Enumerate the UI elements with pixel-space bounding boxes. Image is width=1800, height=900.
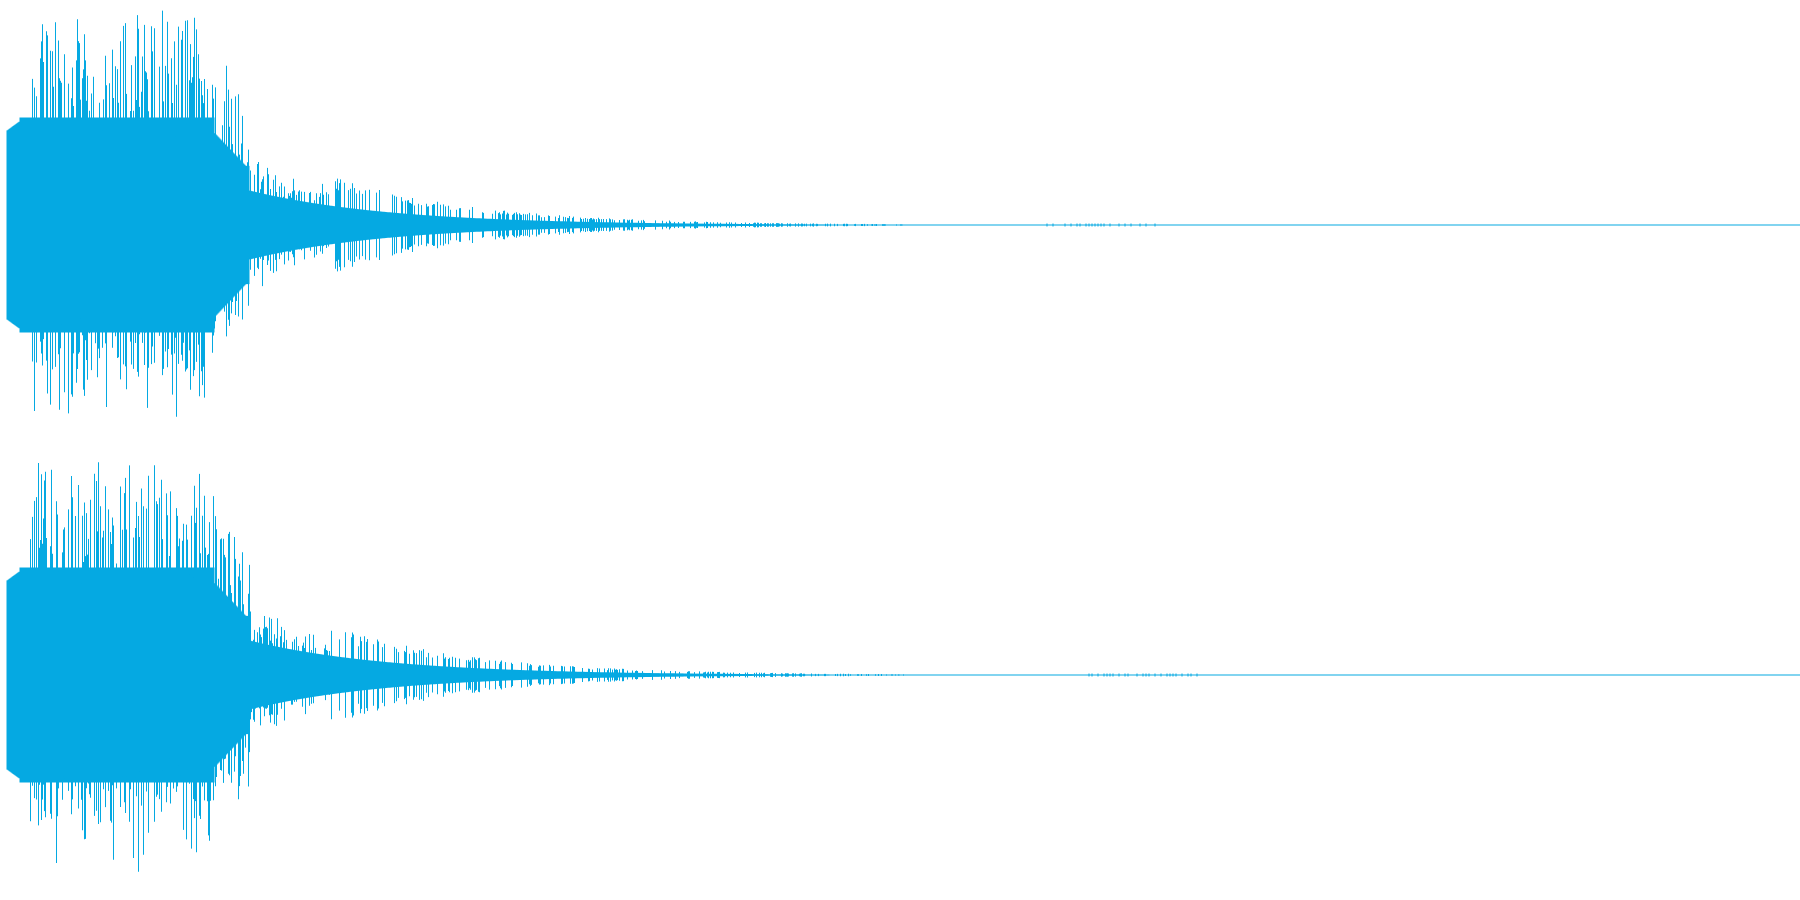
waveform-channel-top[interactable] bbox=[6, 10, 1800, 417]
waveform-channel-bottom[interactable] bbox=[6, 462, 1800, 872]
waveform-tail bbox=[1088, 673, 1198, 677]
waveform-transients bbox=[30, 10, 903, 417]
waveform-transients bbox=[30, 462, 904, 872]
waveform-tail bbox=[1046, 223, 1156, 227]
